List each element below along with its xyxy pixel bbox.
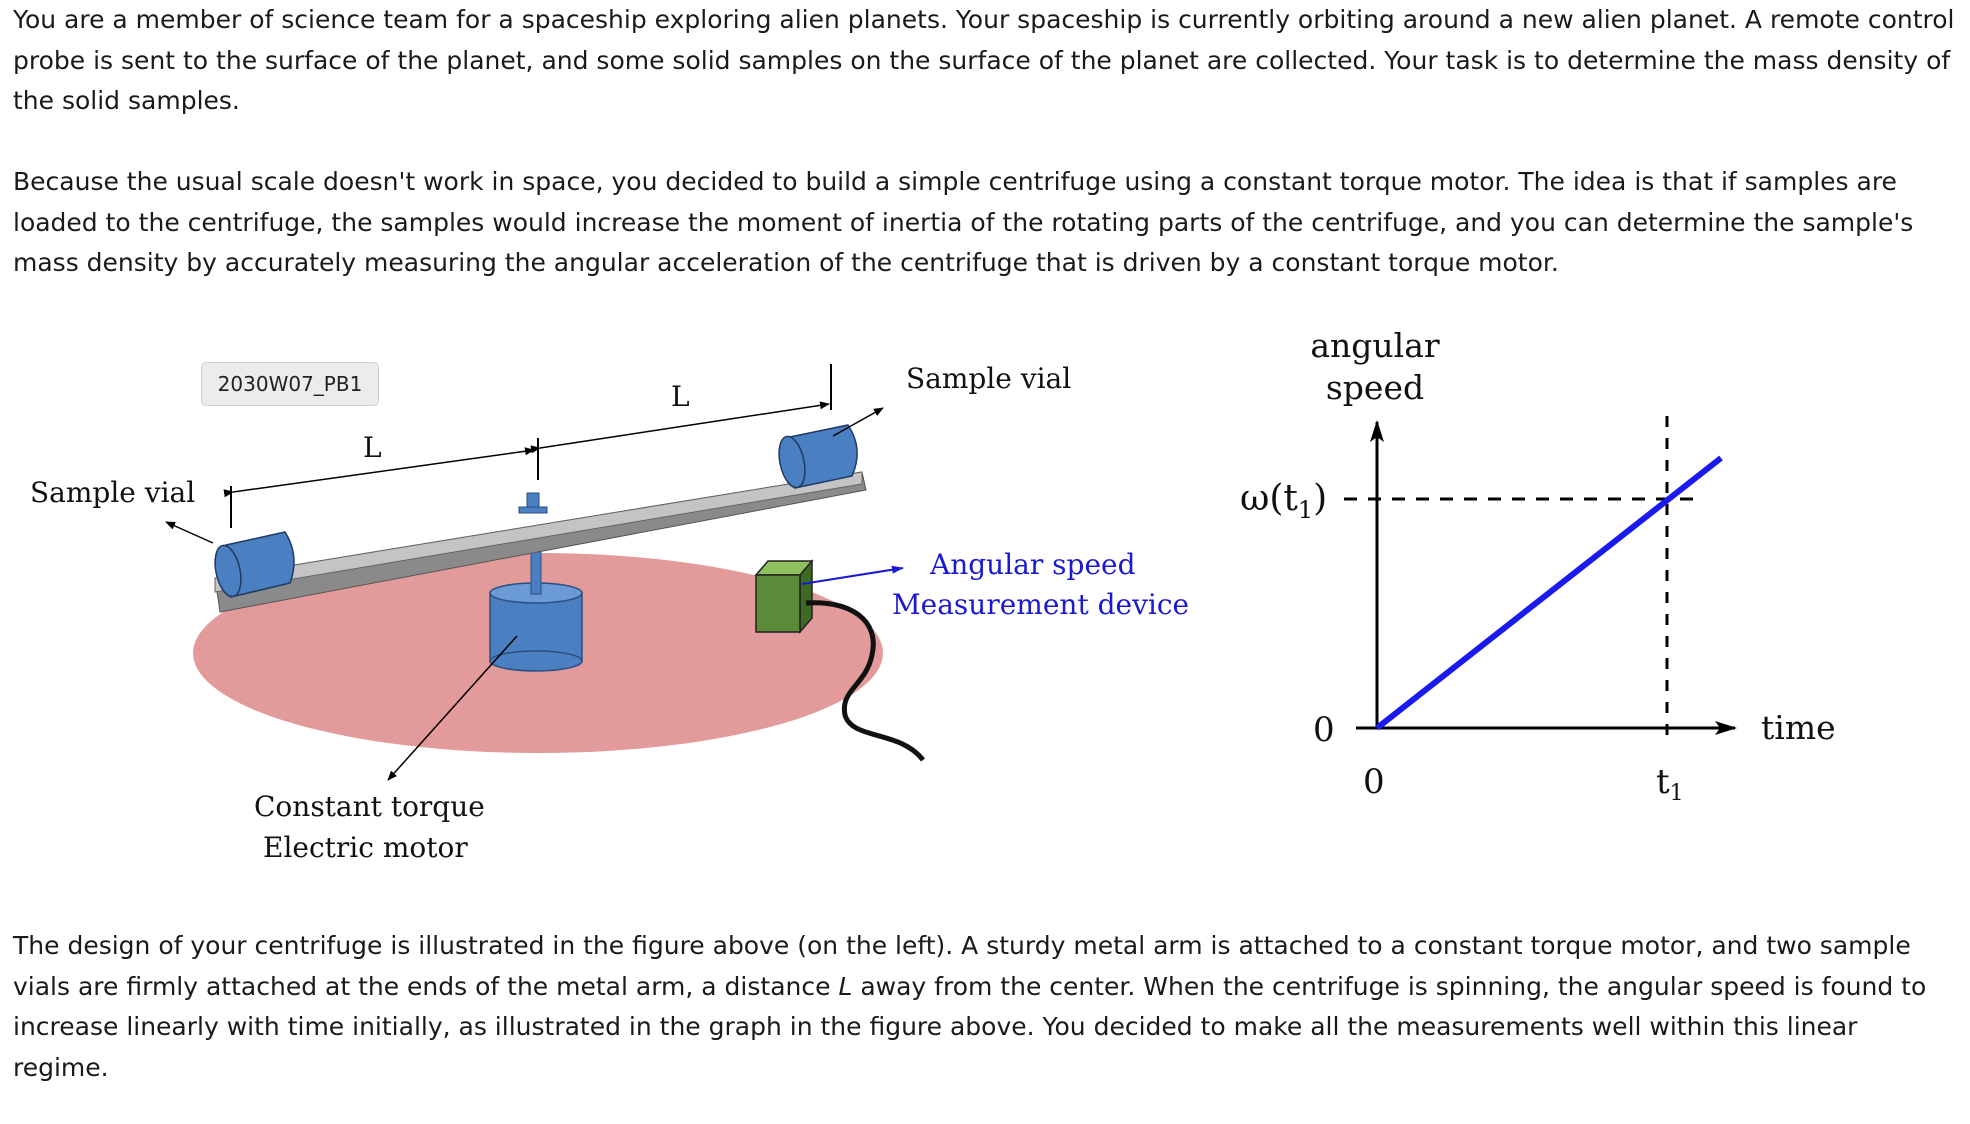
angular-speed-line	[1375, 455, 1723, 731]
design-paragraph: The design of your centrifuge is illustr…	[13, 926, 1958, 1088]
length-left-label: L	[363, 431, 382, 464]
device-pointer	[801, 565, 904, 585]
figure: Sample vial Sample vial L L Constant tor…	[30, 326, 1836, 864]
right-vial-pointer	[832, 407, 884, 437]
centrifuge-paragraph: Because the usual scale doesn't work in …	[13, 167, 1914, 277]
left-vial-pointer	[165, 521, 214, 544]
omega-close: )	[1313, 478, 1327, 519]
problem-id-badge: 2030W07_PB1	[201, 362, 379, 406]
measurement-device-icon	[754, 558, 925, 762]
left-sample-vial-icon	[214, 531, 295, 598]
length-right-label: L	[671, 380, 690, 413]
y-zero-label: 0	[1313, 710, 1335, 750]
omega-t1-label: ω(t1)	[1240, 478, 1327, 524]
motor-label-line1: Constant torque	[254, 790, 485, 823]
length-dimension-right	[530, 364, 832, 454]
sample-vial-right-label: Sample vial	[906, 362, 1071, 395]
x-axis-label: time	[1761, 708, 1836, 747]
design-text-before: The design of your centrifuge is illustr…	[13, 931, 1911, 1001]
angular-speed-graph: angular speed time ω(t1) 0 0 t1	[1240, 326, 1836, 806]
motor-pointer	[387, 635, 518, 781]
motor-label-line2: Electric motor	[263, 831, 468, 864]
length-variable: L	[838, 971, 853, 1001]
length-dimension-left	[223, 438, 539, 528]
centrifuge-diagram: Sample vial Sample vial L L Constant tor…	[30, 362, 1189, 864]
t-subscript: 1	[1670, 781, 1684, 806]
device-label-line1: Angular speed	[929, 548, 1136, 581]
device-label-line2: Measurement device	[892, 588, 1189, 621]
y-axis-label-line2: speed	[1326, 368, 1424, 407]
t-text: t	[1656, 762, 1670, 802]
t1-label: t1	[1656, 762, 1684, 806]
omega-subscript: 1	[1298, 496, 1313, 524]
hub-icon	[518, 492, 548, 514]
omega-text: ω(t	[1240, 478, 1298, 519]
intro-paragraph: You are a member of science team for a s…	[13, 5, 1955, 115]
design-text-after: away from the center. When the centrifug…	[13, 971, 1927, 1082]
metal-arm	[214, 471, 867, 613]
x-zero-label: 0	[1363, 762, 1385, 802]
sample-vial-left-label: Sample vial	[30, 476, 195, 509]
y-axis-label-line1: angular	[1310, 326, 1440, 365]
